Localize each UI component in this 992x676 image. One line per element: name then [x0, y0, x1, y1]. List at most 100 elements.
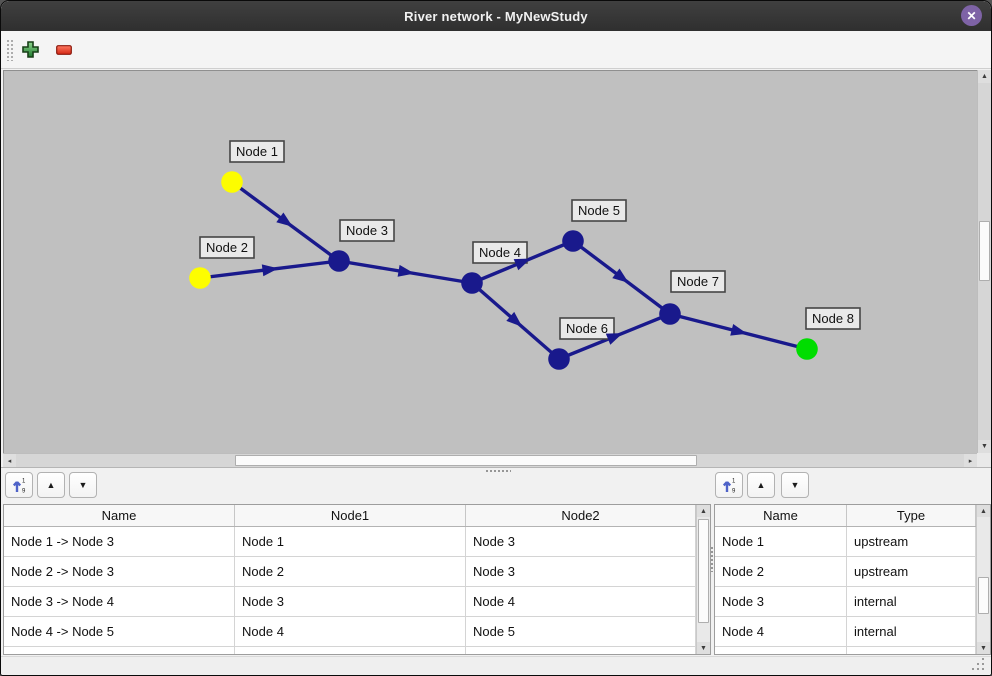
table-cell[interactable]: Node 4 -> Node 5 — [4, 617, 235, 646]
edge-arrow-icon — [514, 259, 531, 271]
table-cell[interactable]: Node 2 -> Node 3 — [4, 557, 235, 586]
table-row-partial — [715, 647, 976, 655]
svg-text:9: 9 — [22, 489, 26, 495]
table-row[interactable]: Node 3 -> Node 4Node 3Node 4 — [4, 587, 696, 617]
table-cell[interactable]: upstream — [847, 527, 976, 556]
svg-text:1: 1 — [22, 479, 26, 485]
branches-move-up-button[interactable]: ▲ — [37, 472, 65, 498]
table-scroll-thumb[interactable] — [978, 577, 989, 614]
branches-table: NameNode1Node2 Node 1 -> Node 3Node 1Nod… — [3, 504, 711, 655]
scroll-left-icon[interactable]: ◂ — [3, 454, 16, 467]
table-row[interactable]: Node 1upstream — [715, 527, 976, 557]
branches-move-down-button[interactable]: ▼ — [69, 472, 97, 498]
title-bar: River network - MyNewStudy ✕ — [1, 1, 991, 31]
table-cell[interactable]: Node 5 — [466, 617, 696, 646]
network-node[interactable] — [796, 338, 818, 360]
table-cell[interactable]: internal — [847, 587, 976, 616]
table-cell[interactable]: Node 3 — [466, 557, 696, 586]
table-row[interactable]: Node 4 -> Node 5Node 4Node 5 — [4, 617, 696, 647]
node-label: Node 1 — [236, 144, 278, 159]
table-cell[interactable]: Node 1 — [715, 527, 847, 556]
vertical-splitter-handle-icon[interactable] — [710, 546, 713, 572]
toolbar-drag-handle[interactable] — [6, 39, 14, 61]
network-graph[interactable]: Node 1Node 2Node 3Node 4Node 5Node 6Node… — [4, 71, 977, 453]
column-header[interactable]: Name — [715, 505, 847, 526]
network-node[interactable] — [659, 303, 681, 325]
table-row[interactable]: Node 1 -> Node 3Node 1Node 3 — [4, 527, 696, 557]
nodes-table: NameType Node 1upstreamNode 2upstreamNod… — [714, 504, 991, 655]
table-body: Node 1 -> Node 3Node 1Node 3Node 2 -> No… — [4, 527, 710, 647]
table-cell — [235, 647, 466, 655]
up-triangle-icon: ▲ — [47, 480, 56, 490]
edge-arrow-icon — [606, 333, 623, 345]
svg-text:9: 9 — [732, 489, 736, 495]
nodes-table-scrollbar[interactable]: ▲ ▼ — [976, 505, 990, 654]
table-cell[interactable]: Node 2 — [235, 557, 466, 586]
close-icon[interactable]: ✕ — [961, 5, 982, 26]
horizontal-scroll-thumb[interactable] — [235, 455, 697, 466]
node-label: Node 3 — [346, 223, 388, 238]
network-node[interactable] — [328, 250, 350, 272]
table-cell[interactable]: Node 1 -> Node 3 — [4, 527, 235, 556]
nodes-sort-button[interactable]: 1 9 — [715, 472, 743, 498]
down-triangle-icon: ▼ — [79, 480, 88, 490]
table-cell[interactable]: Node 3 -> Node 4 — [4, 587, 235, 616]
horizontal-splitter[interactable] — [1, 467, 991, 468]
splitter-handle-icon[interactable] — [485, 469, 511, 472]
table-row[interactable]: Node 2 -> Node 3Node 2Node 3 — [4, 557, 696, 587]
column-header[interactable]: Node2 — [466, 505, 696, 526]
node-label: Node 2 — [206, 240, 248, 255]
table-row-partial — [4, 647, 696, 655]
sort-icon: 1 9 — [721, 476, 737, 494]
node-label: Node 6 — [566, 321, 608, 336]
network-node[interactable] — [548, 348, 570, 370]
network-node[interactable] — [461, 272, 483, 294]
scroll-right-icon[interactable]: ▸ — [964, 454, 977, 467]
table-cell[interactable]: Node 3 — [466, 527, 696, 556]
add-node-icon[interactable] — [22, 40, 39, 58]
scroll-down-icon[interactable]: ▼ — [977, 642, 990, 654]
table-cell[interactable]: Node 4 — [235, 617, 466, 646]
canvas-vertical-scrollbar[interactable]: ▲ ▼ — [977, 70, 991, 453]
scroll-down-icon[interactable]: ▼ — [978, 440, 991, 453]
network-node[interactable] — [562, 230, 584, 252]
branches-sort-button[interactable]: 1 9 — [5, 472, 33, 498]
table-cell — [715, 647, 847, 655]
network-node[interactable] — [221, 171, 243, 193]
column-header[interactable]: Type — [847, 505, 976, 526]
table-row[interactable]: Node 4internal — [715, 617, 976, 647]
table-cell[interactable]: upstream — [847, 557, 976, 586]
node-label: Node 4 — [479, 245, 521, 260]
table-cell[interactable]: Node 3 — [715, 587, 847, 616]
column-header[interactable]: Node1 — [235, 505, 466, 526]
resize-grip-icon[interactable] — [982, 668, 984, 670]
table-row[interactable]: Node 3internal — [715, 587, 976, 617]
nodes-move-up-button[interactable]: ▲ — [747, 472, 775, 498]
scroll-up-icon[interactable]: ▲ — [977, 505, 990, 517]
nodes-move-down-button[interactable]: ▼ — [781, 472, 809, 498]
network-node[interactable] — [189, 267, 211, 289]
svg-text:1: 1 — [732, 479, 736, 485]
canvas-horizontal-scrollbar[interactable]: ◂ ▸ — [3, 453, 977, 467]
table-cell[interactable]: Node 4 — [715, 617, 847, 646]
table-cell[interactable]: Node 1 — [235, 527, 466, 556]
column-header[interactable]: Name — [4, 505, 235, 526]
table-cell — [4, 647, 235, 655]
remove-node-icon[interactable] — [56, 45, 72, 55]
branches-table-scrollbar[interactable]: ▲ ▼ — [696, 505, 710, 654]
status-bar — [1, 656, 991, 675]
scroll-up-icon[interactable]: ▲ — [697, 505, 710, 517]
table-scroll-thumb[interactable] — [698, 519, 709, 623]
table-cell[interactable]: Node 2 — [715, 557, 847, 586]
scrollbar-corner — [977, 453, 991, 467]
table-row[interactable]: Node 2upstream — [715, 557, 976, 587]
vertical-scroll-thumb[interactable] — [979, 221, 990, 281]
table-cell[interactable]: internal — [847, 617, 976, 646]
scroll-down-icon[interactable]: ▼ — [697, 642, 710, 654]
table-cell[interactable]: Node 3 — [235, 587, 466, 616]
scroll-up-icon[interactable]: ▲ — [978, 70, 991, 83]
down-triangle-icon: ▼ — [791, 480, 800, 490]
network-canvas[interactable]: Node 1Node 2Node 3Node 4Node 5Node 6Node… — [3, 70, 977, 453]
table-cell[interactable]: Node 4 — [466, 587, 696, 616]
node-label: Node 8 — [812, 311, 854, 326]
